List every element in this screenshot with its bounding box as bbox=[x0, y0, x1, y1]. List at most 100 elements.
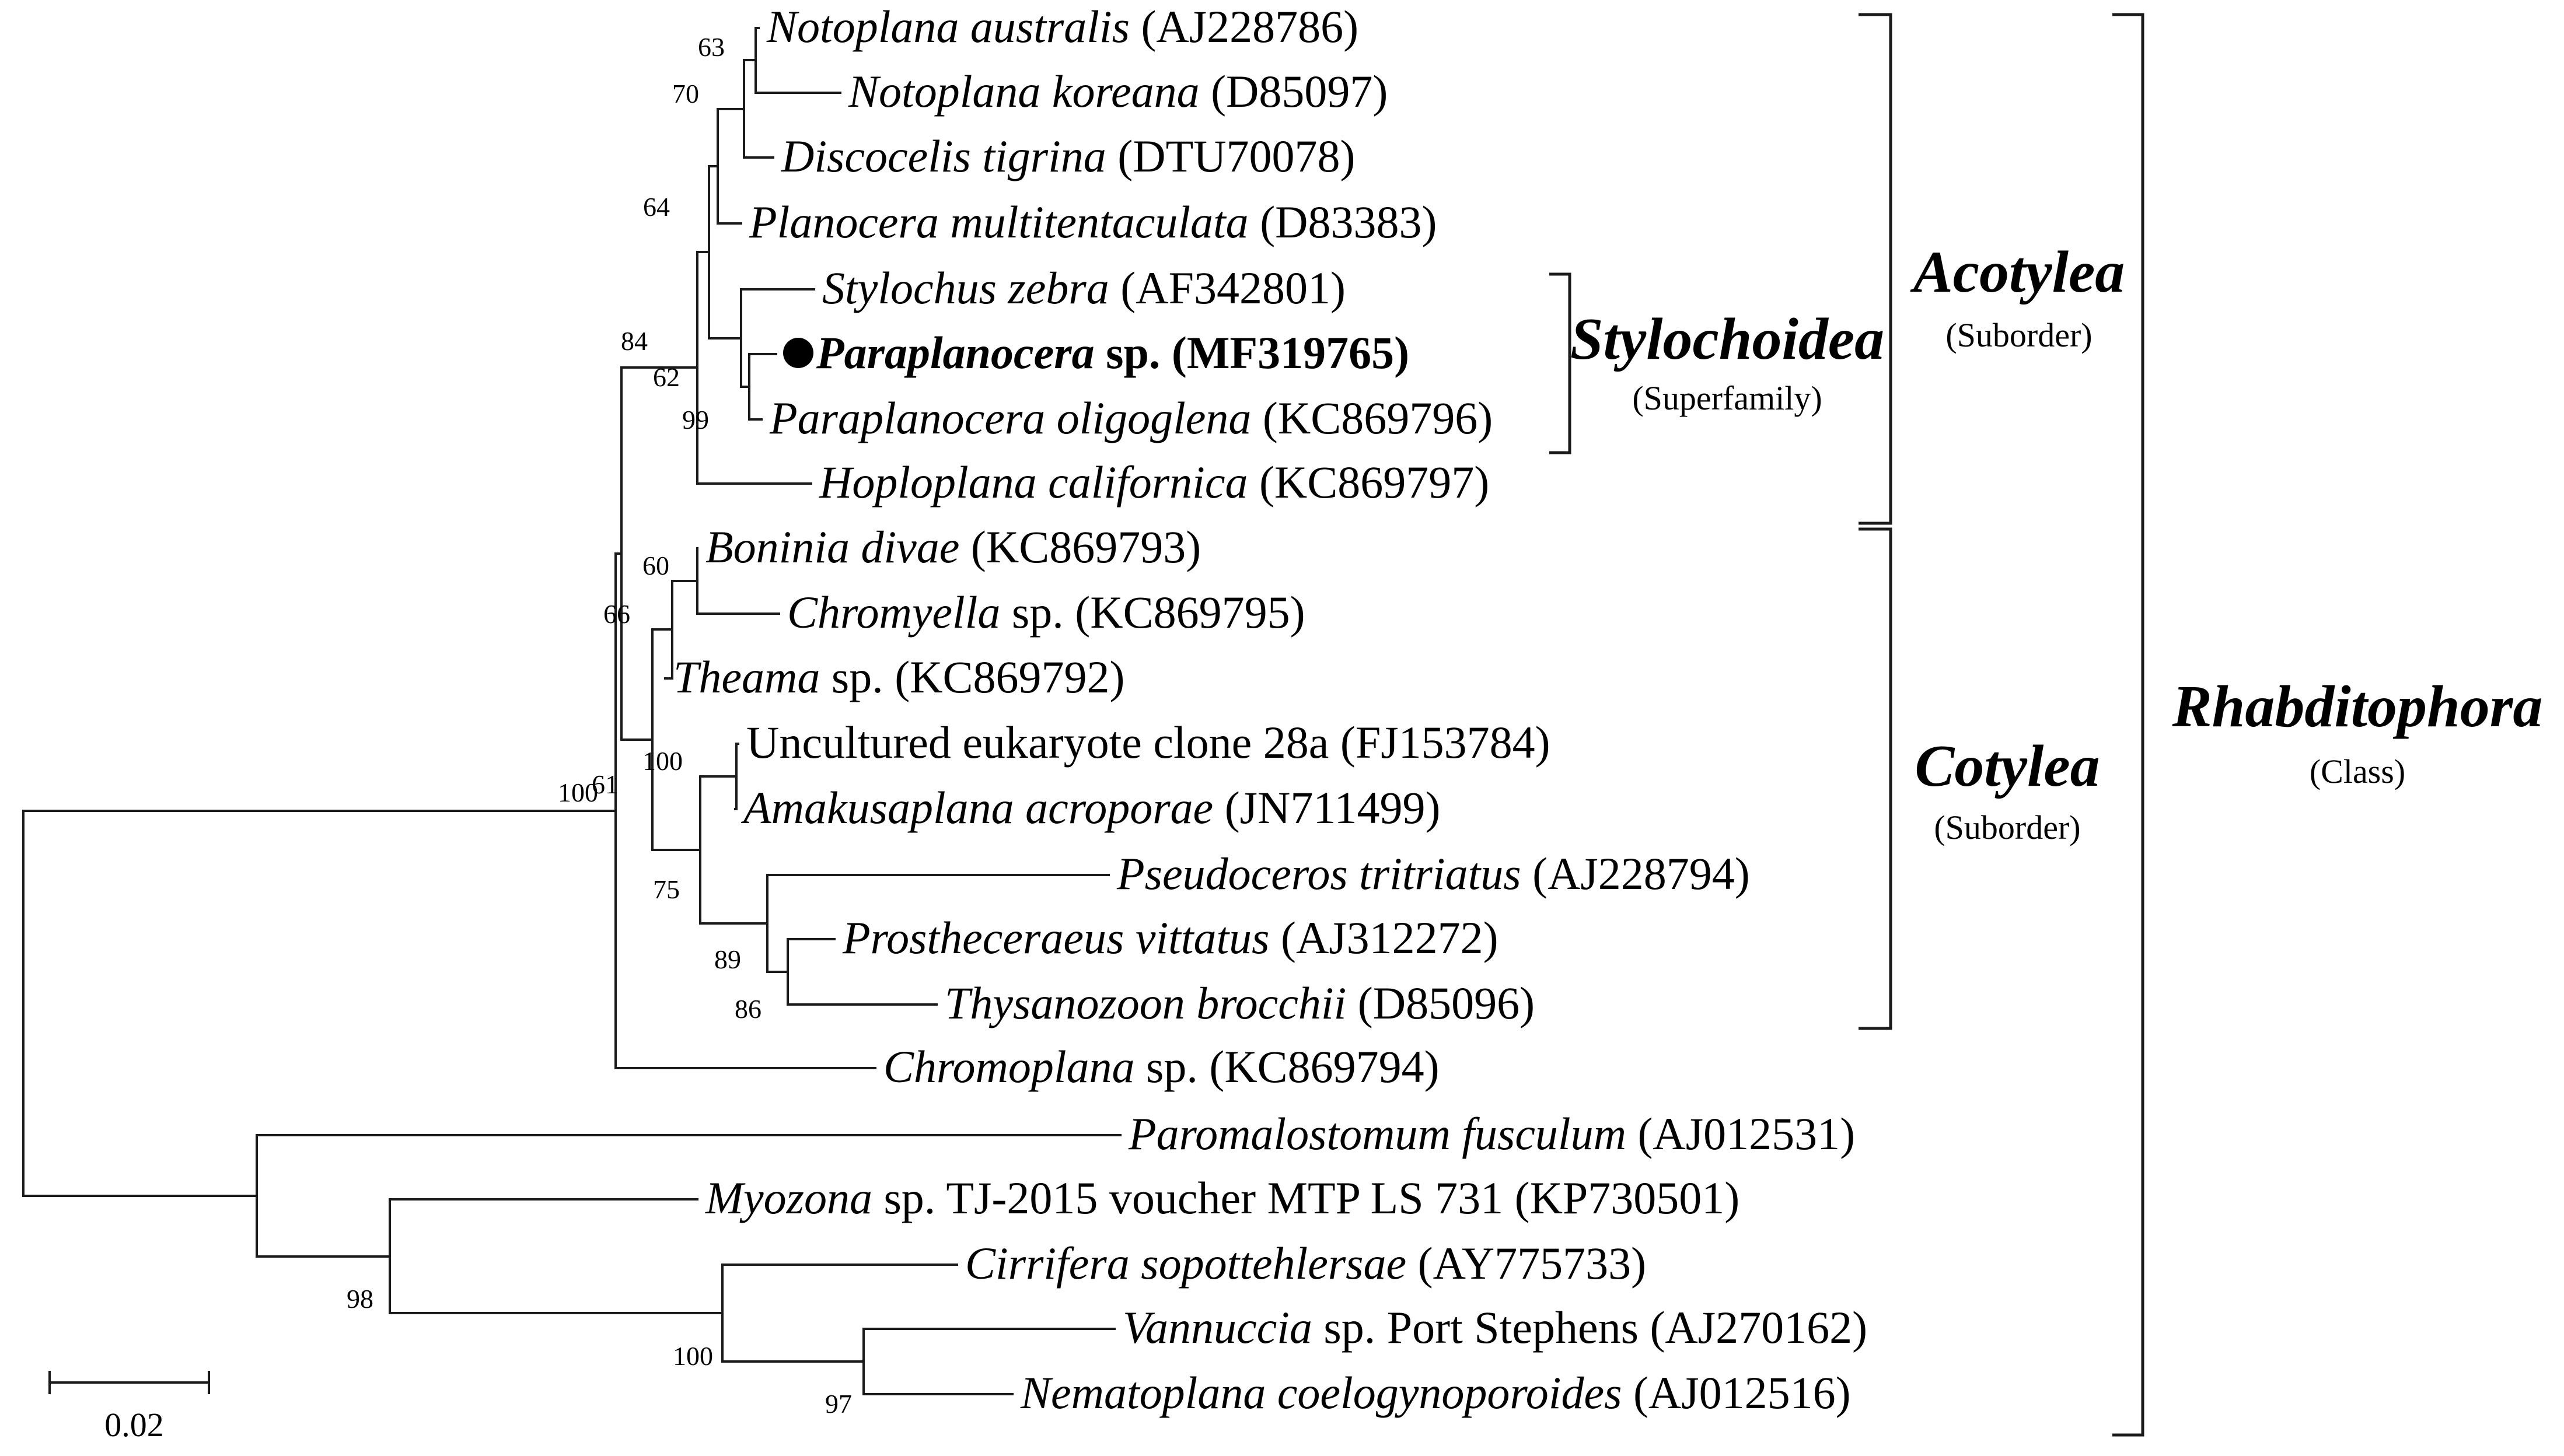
taxon-labels: Notoplana australis (AJ228786)Notoplana … bbox=[673, 1, 1867, 1418]
taxon-accession: (DTU70078) bbox=[1106, 131, 1356, 181]
bootstrap-value: 63 bbox=[698, 32, 725, 62]
rhabditophora-title: Rhabditophora bbox=[2172, 674, 2543, 740]
taxon-label: Myozona sp. TJ-2015 voucher MTP LS 731 (… bbox=[705, 1172, 1739, 1223]
taxon-name-italic: Notoplana koreana bbox=[848, 66, 1200, 117]
stylochoidea-rank: (Superfamily) bbox=[1632, 379, 1822, 417]
taxon-name-italic: Boninia divae bbox=[705, 522, 959, 572]
taxon-name-italic: Myozona bbox=[705, 1172, 872, 1223]
bootstrap-value: 86 bbox=[735, 994, 761, 1024]
taxon-name-italic: Discocelis tigrina bbox=[781, 131, 1106, 181]
taxon-name-italic: Hoploplana californica bbox=[819, 457, 1248, 508]
bootstrap-value: 97 bbox=[825, 1389, 852, 1419]
taxon-name-italic: Amakusaplana acroporae bbox=[740, 782, 1213, 833]
taxon-label: Notoplana australis (AJ228786) bbox=[766, 1, 1358, 52]
taxon-name-italic: Pseudoceros tritriatus bbox=[1116, 848, 1521, 899]
taxon-accession: sp. (MF319765) bbox=[1095, 327, 1409, 378]
taxon-name-italic: Chromoplana bbox=[883, 1041, 1135, 1092]
taxon-label: Chromoplana sp. (KC869794) bbox=[883, 1041, 1440, 1092]
bootstrap-value: 70 bbox=[672, 79, 699, 108]
taxon-label: Stylochus zebra (AF342801) bbox=[822, 262, 1346, 313]
taxon-accession: (KC869793) bbox=[959, 522, 1201, 572]
bootstrap-value: 89 bbox=[714, 944, 741, 974]
acotylea-rank: (Suborder) bbox=[1945, 316, 2092, 354]
stylochoidea-title: Stylochoidea bbox=[1570, 306, 1884, 372]
taxon-label: Discocelis tigrina (DTU70078) bbox=[781, 131, 1356, 181]
stylochoidea-bracket: Stylochoidea (Superfamily) bbox=[1549, 272, 1884, 454]
rhabditophora-bracket: Rhabditophora (Class) bbox=[2112, 13, 2543, 1437]
bootstrap-value: 99 bbox=[682, 405, 709, 435]
taxon-accession: (KC869797) bbox=[1248, 457, 1489, 508]
bootstrap-value: 66 bbox=[603, 599, 630, 629]
taxon-label: Planocera multitentaculata (D83383) bbox=[749, 197, 1437, 247]
taxon-accession: (D85096) bbox=[1346, 978, 1535, 1028]
new-sequence-marker bbox=[783, 338, 813, 368]
taxon-label: Theama sp. (KC869792) bbox=[673, 652, 1125, 702]
taxon-accession: Uncultured eukaryote clone 28a (FJ153784… bbox=[746, 717, 1550, 768]
taxon-label: Paromalostomum fusculum (AJ012531) bbox=[1128, 1108, 1855, 1159]
rhabditophora-rank: (Class) bbox=[2310, 752, 2405, 790]
taxon-accession: (AJ312272) bbox=[1269, 912, 1498, 963]
taxon-name-italic: Theama bbox=[673, 652, 820, 702]
taxon-accession: (AJ228794) bbox=[1521, 848, 1750, 899]
taxon-accession: (AF342801) bbox=[1109, 262, 1346, 313]
taxon-accession: (KC869796) bbox=[1251, 393, 1493, 443]
taxon-label: Paraplanocera oligoglena (KC869796) bbox=[769, 393, 1493, 443]
taxon-accession: sp. TJ-2015 voucher MTP LS 731 (KP730501… bbox=[872, 1172, 1739, 1223]
cotylea-rank: (Suborder) bbox=[1934, 808, 2080, 846]
taxon-label: Pseudoceros tritriatus (AJ228794) bbox=[1116, 848, 1750, 899]
taxon-name-italic: Vannuccia bbox=[1123, 1302, 1312, 1353]
taxon-label: Prostheceraeus vittatus (AJ312272) bbox=[842, 912, 1498, 963]
taxon-label: Boninia divae (KC869793) bbox=[705, 522, 1201, 572]
taxon-name-italic: Nematoplana coelogynoporoides bbox=[1020, 1367, 1622, 1418]
taxon-name-italic: Cirrifera sopottehlersae bbox=[965, 1238, 1406, 1289]
taxon-label: Uncultured eukaryote clone 28a (FJ153784… bbox=[746, 717, 1550, 768]
taxon-accession: (AJ012516) bbox=[1622, 1367, 1850, 1418]
taxon-name-italic: Stylochus zebra bbox=[822, 262, 1109, 313]
taxon-name-italic: Planocera multitentaculata bbox=[749, 197, 1249, 247]
acotylea-bracket: Acotylea (Suborder) bbox=[1859, 13, 2125, 525]
taxon-name-italic: Thysanozoon brocchii bbox=[945, 978, 1346, 1028]
taxon-label: Vannuccia sp. Port Stephens (AJ270162) bbox=[1123, 1302, 1867, 1353]
taxon-accession: (D83383) bbox=[1249, 197, 1437, 247]
bootstrap-value: 100 bbox=[673, 1341, 713, 1371]
acotylea-title: Acotylea bbox=[1910, 239, 2125, 305]
taxon-accession: (AY775733) bbox=[1406, 1238, 1646, 1289]
taxon-label: Chromyella sp. (KC869795) bbox=[787, 587, 1305, 638]
taxon-name-italic: Paraplanocera oligoglena bbox=[769, 393, 1251, 443]
taxon-accession: sp. (KC869792) bbox=[820, 652, 1124, 702]
scale-bar: 0.02 bbox=[48, 1371, 210, 1444]
taxon-name-italic: Paraplanocera bbox=[816, 327, 1095, 378]
cotylea-title: Cotylea bbox=[1915, 733, 2100, 799]
taxon-accession: (JN711499) bbox=[1213, 782, 1440, 833]
bootstrap-value: 62 bbox=[653, 362, 680, 392]
bootstrap-value: 64 bbox=[643, 192, 670, 222]
taxon-label: Notoplana koreana (D85097) bbox=[848, 66, 1388, 117]
cotylea-bracket: Cotylea (Suborder) bbox=[1859, 527, 2100, 1030]
bootstrap-value: 100 bbox=[642, 746, 683, 776]
bootstrap-value: 60 bbox=[642, 551, 669, 580]
taxon-label: Thysanozoon brocchii (D85096) bbox=[945, 978, 1535, 1028]
taxon-label: Nematoplana coelogynoporoides (AJ012516) bbox=[1020, 1367, 1851, 1418]
taxon-accession: (AJ228786) bbox=[1130, 1, 1358, 52]
bootstrap-value: 100 bbox=[558, 778, 598, 807]
taxon-accession: sp. (KC869795) bbox=[1000, 587, 1305, 638]
bootstrap-value: 98 bbox=[347, 1284, 373, 1314]
taxon-label: Paraplanocera sp. (MF319765) bbox=[816, 327, 1409, 378]
scale-bar-label: 0.02 bbox=[104, 1406, 164, 1444]
taxon-name-italic: Paromalostomum fusculum bbox=[1128, 1108, 1626, 1159]
tree-branches bbox=[22, 27, 1122, 1395]
taxon-label: Cirrifera sopottehlersae (AY775733) bbox=[965, 1238, 1646, 1289]
taxon-name-italic: Notoplana australis bbox=[766, 1, 1130, 52]
taxon-name-italic: Prostheceraeus vittatus bbox=[842, 912, 1269, 963]
taxon-accession: (D85097) bbox=[1200, 66, 1388, 117]
taxon-label: Amakusaplana acroporae (JN711499) bbox=[740, 782, 1440, 833]
taxon-accession: (AJ012531) bbox=[1626, 1108, 1855, 1159]
bootstrap-value: 84 bbox=[621, 326, 648, 356]
bootstrap-value: 75 bbox=[653, 874, 680, 904]
bootstrap-value: 61 bbox=[592, 769, 619, 799]
taxon-accession: sp. Port Stephens (AJ270162) bbox=[1312, 1302, 1867, 1353]
taxon-accession: sp. (KC869794) bbox=[1135, 1041, 1440, 1092]
taxon-label: Hoploplana californica (KC869797) bbox=[819, 457, 1489, 508]
